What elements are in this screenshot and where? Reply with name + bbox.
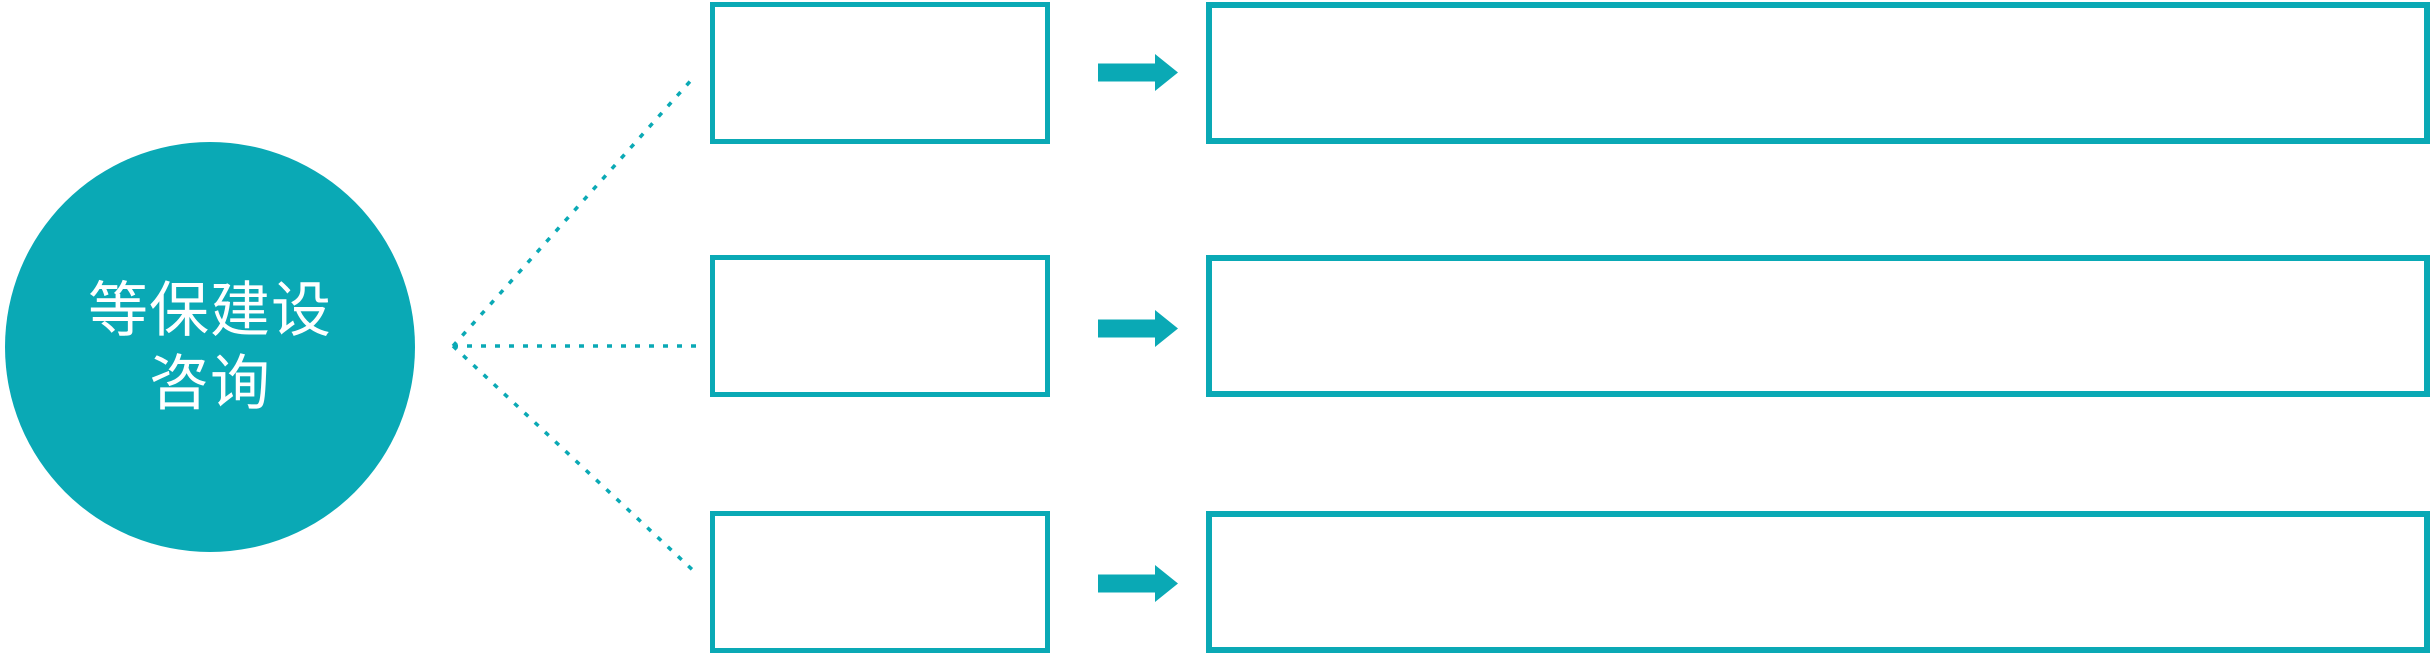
dotted-connector-top-icon — [451, 75, 696, 348]
small-box-3 — [710, 511, 1050, 653]
big-box-2 — [1206, 255, 2430, 397]
arrow-right-icon — [1098, 54, 1178, 91]
small-box-2 — [710, 255, 1050, 397]
small-box-1 — [710, 2, 1050, 144]
hub-label-line1: 等保建设 — [88, 277, 332, 344]
hub-label-line2: 咨询 — [149, 350, 271, 417]
hub-circle: 等保建设 咨询 — [5, 142, 415, 552]
dotted-connector-bottom-icon — [451, 344, 700, 577]
big-box-3 — [1206, 511, 2430, 653]
arrow-right-icon — [1098, 565, 1178, 602]
arrow-right-icon — [1098, 310, 1178, 347]
big-box-1 — [1206, 2, 2430, 144]
